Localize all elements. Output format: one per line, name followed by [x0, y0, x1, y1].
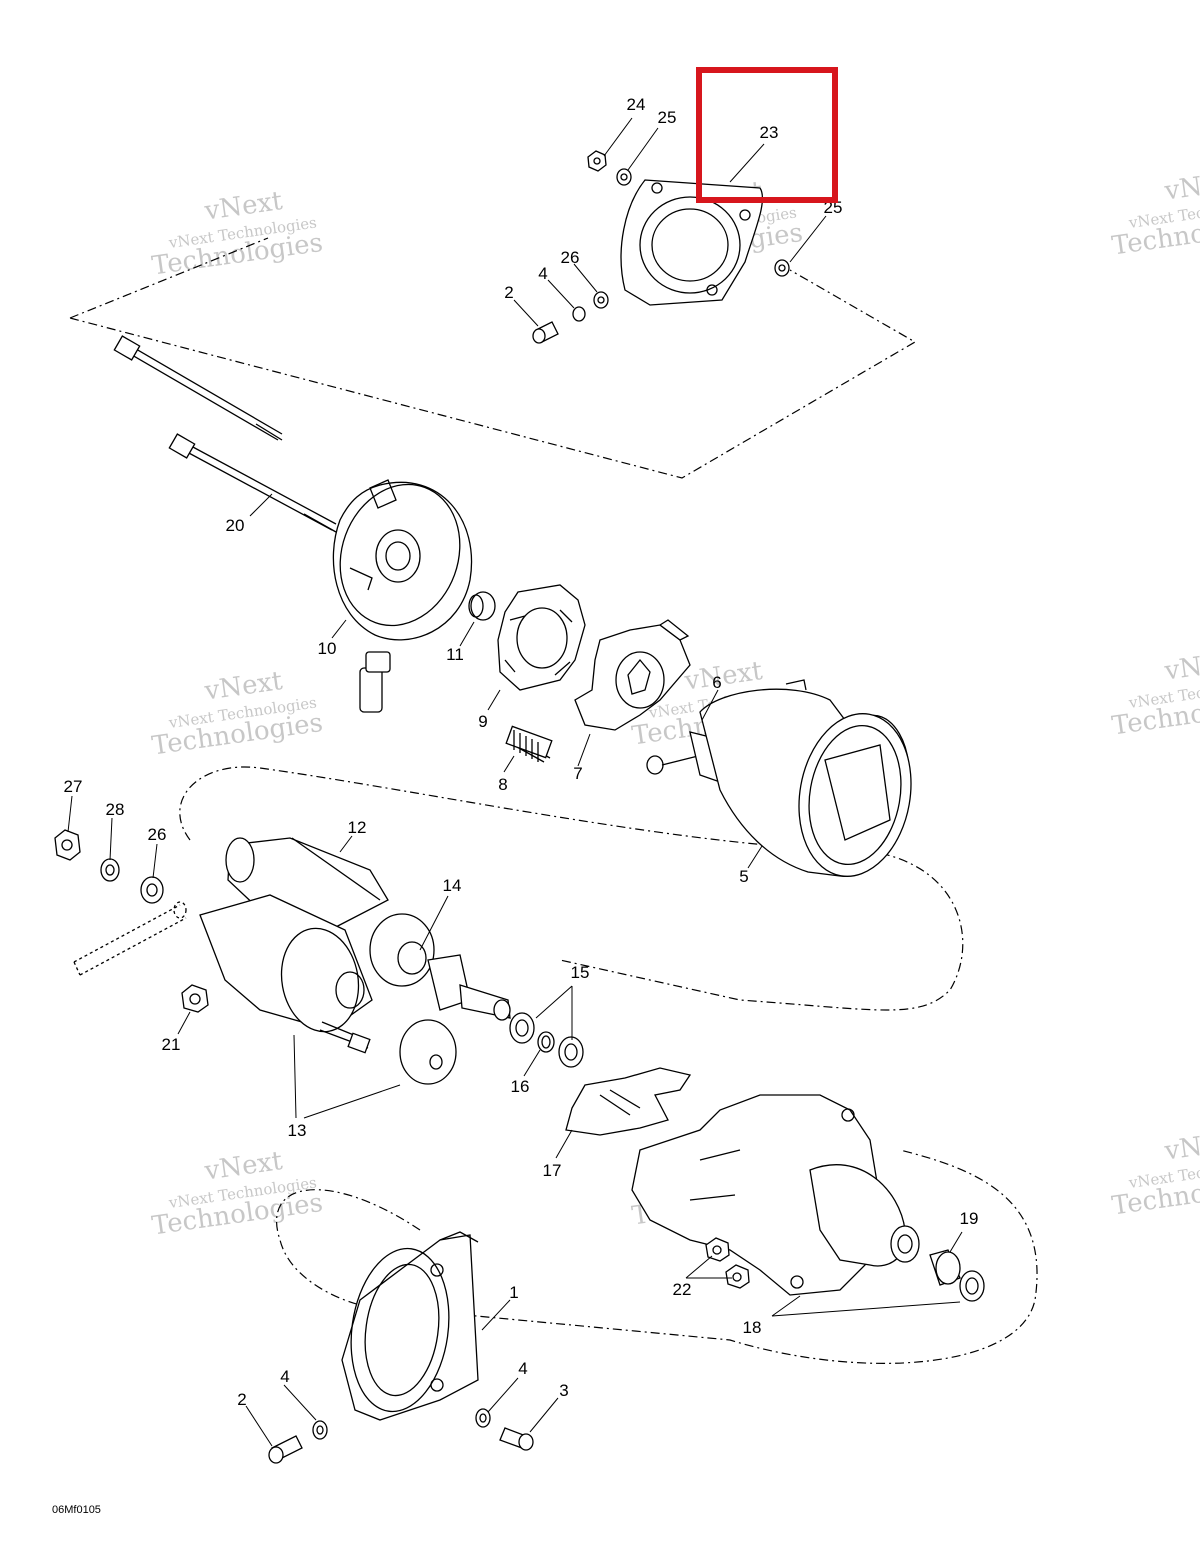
callout-3: 3 [559, 1381, 568, 1400]
leader-lines [67, 117, 963, 1447]
diagram-code: 06Mf0105 [52, 1504, 101, 1516]
nut-part-22a [705, 1237, 730, 1262]
watermark-vnext: vNext [1162, 1126, 1200, 1167]
washer-part-25-top [616, 168, 632, 186]
callout-14: 14 [443, 876, 462, 895]
callout-8: 8 [498, 775, 507, 794]
callout-labels: 24 25 23 25 26 4 2 20 10 11 9 8 7 6 5 27… [64, 95, 979, 1409]
bushing-part-11 [468, 591, 496, 621]
bushing-part-19 [929, 1249, 961, 1286]
callout-4: 4 [518, 1359, 527, 1378]
plunger-cap-part [399, 1019, 457, 1085]
nut-part-21 [181, 984, 209, 1013]
callout-28: 28 [106, 800, 125, 819]
nut-part-22b [725, 1264, 750, 1289]
collar-part-15 [509, 1012, 535, 1044]
drive-housing-part-18 [631, 1094, 920, 1296]
callout-16: 16 [511, 1077, 530, 1096]
callout-4: 4 [280, 1367, 289, 1386]
callout-17: 17 [543, 1161, 562, 1180]
callout-20: 20 [226, 516, 245, 535]
lockwasher-part-4-right [475, 1408, 491, 1428]
callout-23: 23 [760, 123, 779, 142]
nut-part-24 [587, 150, 607, 172]
callout-12: 12 [348, 818, 367, 837]
lockwasher-part-4-left [312, 1420, 328, 1440]
dashed-group-bottom [275, 1149, 1038, 1364]
callout-9: 9 [478, 712, 487, 731]
callout-2: 2 [504, 283, 513, 302]
solenoid-part-13 [199, 894, 373, 1054]
callout-22: 22 [673, 1280, 692, 1299]
nut-part-27 [54, 829, 81, 861]
callout-19: 19 [960, 1209, 979, 1228]
callout-24: 24 [627, 95, 646, 114]
bracket-part-23 [620, 179, 764, 306]
end-frame-part-10 [332, 479, 473, 641]
drive-assembly-part-14 [369, 913, 511, 1021]
through-bolt-long [113, 335, 283, 441]
callout-13: 13 [288, 1121, 307, 1140]
through-bolt-part-20 [168, 433, 337, 533]
shift-lever-part-17 [565, 1067, 692, 1136]
callout-10: 10 [318, 639, 337, 658]
callout-18: 18 [743, 1318, 762, 1337]
callout-2: 2 [237, 1390, 246, 1409]
ring-part-16 [537, 1031, 555, 1053]
watermark-vnext: vNext [1162, 166, 1200, 207]
highlight-box [696, 67, 838, 203]
callout-26: 26 [148, 825, 167, 844]
callout-1: 1 [509, 1283, 518, 1302]
callout-26: 26 [561, 248, 580, 267]
washer-part-25-right [774, 259, 790, 277]
mount-plate-part-1 [341, 1231, 479, 1421]
dashed-group-top [69, 237, 917, 479]
callout-7: 7 [573, 764, 582, 783]
callout-5: 5 [739, 867, 748, 886]
callout-15: 15 [571, 963, 590, 982]
callout-4: 4 [538, 264, 547, 283]
callout-21: 21 [162, 1035, 181, 1054]
washer-part-26-mid [140, 876, 164, 904]
stud-dotted [73, 901, 187, 976]
callout-6: 6 [712, 673, 721, 692]
yoke-part-5 [699, 679, 912, 877]
washer-part-26-top [593, 291, 609, 309]
brush-plate-part-9 [497, 584, 586, 691]
watermark-vnext: vNext [1162, 646, 1200, 687]
screw-part-2-top [532, 321, 559, 344]
spring-part-8 [505, 725, 553, 763]
washer-part-28 [100, 858, 120, 882]
brush-holder-part-7 [574, 619, 691, 731]
screw-part-2-bottom [268, 1435, 303, 1464]
callout-25: 25 [658, 108, 677, 127]
brush-plug-part [359, 651, 391, 713]
washer-part-18b [959, 1270, 985, 1302]
callout-27: 27 [64, 777, 83, 796]
lockwasher-part-4-top [572, 306, 586, 322]
callout-11: 11 [446, 645, 464, 664]
screw-part-3 [499, 1427, 534, 1451]
washer-part-15b [558, 1036, 584, 1068]
